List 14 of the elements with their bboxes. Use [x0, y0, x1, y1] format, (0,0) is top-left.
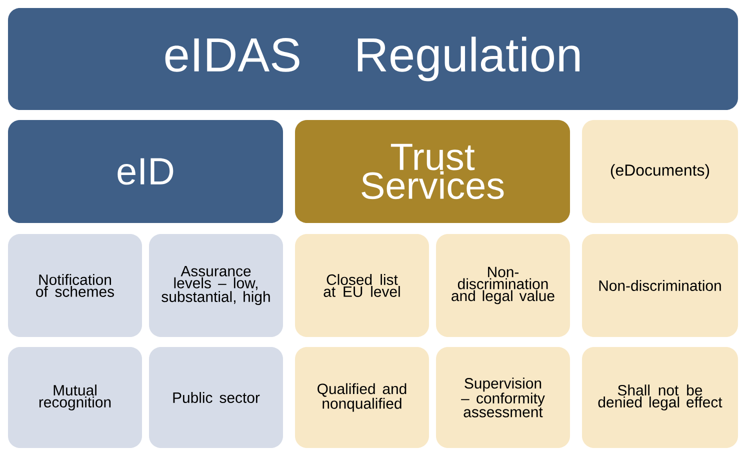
title-banner: eIDAS Regulation	[8, 8, 738, 110]
cell-box: Assurance levels – low, substantial, high	[149, 234, 283, 337]
cell-box: Mutual recognition	[8, 347, 142, 448]
cell-box: Non-discrimination and legal value	[436, 234, 570, 337]
header-box: Trust Services	[295, 120, 570, 223]
header-box: (eDocuments)	[582, 120, 738, 223]
cell-box: Non-discrimination	[582, 234, 738, 337]
cell-box: Notification of schemes	[8, 234, 142, 337]
cell-box: Supervision – conformity assessment	[436, 347, 570, 448]
cell-box: Qualified and nonqualified	[295, 347, 429, 448]
cell-box: Shall not be denied legal effect	[582, 347, 738, 448]
cell-box: Public sector	[149, 347, 283, 448]
header-box: eID	[8, 120, 283, 223]
cell-box: Closed list at EU level	[295, 234, 429, 337]
